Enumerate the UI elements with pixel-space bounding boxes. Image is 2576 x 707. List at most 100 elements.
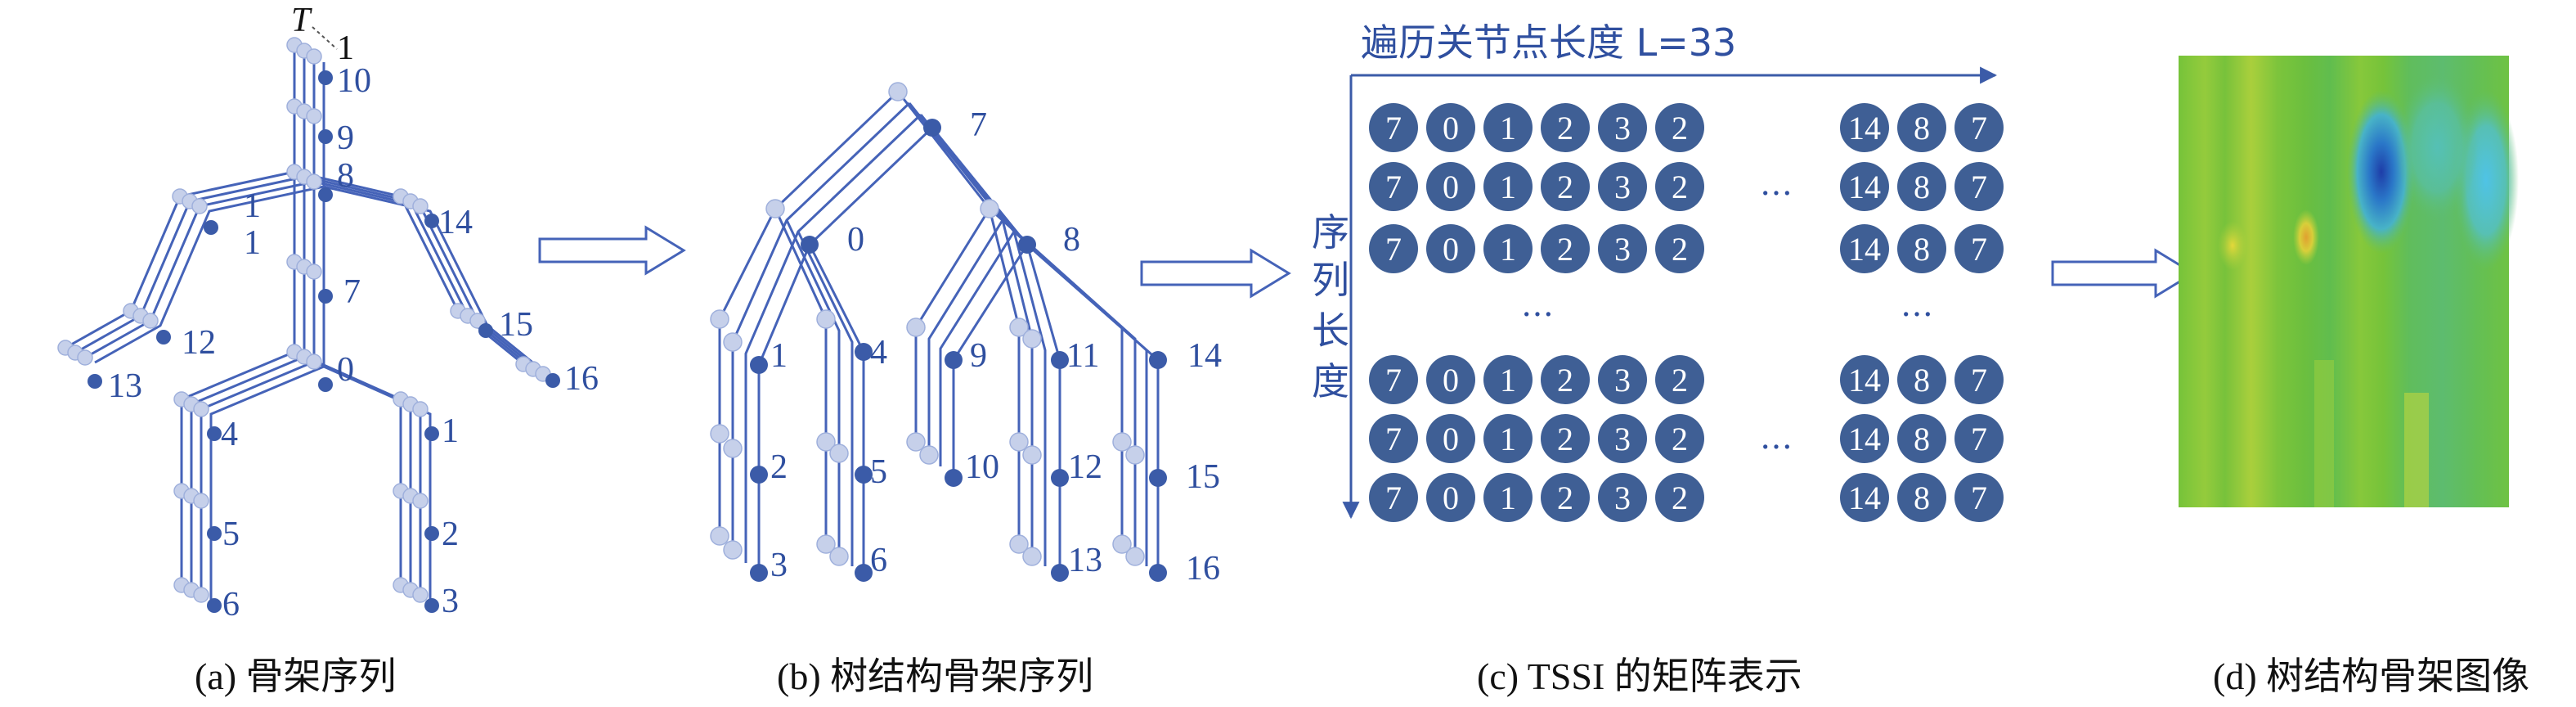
joint-label: 2 <box>442 516 459 553</box>
matrix-cell <box>1541 414 1590 463</box>
matrix-cell <box>1598 103 1647 152</box>
matrix-cell <box>1369 473 1418 522</box>
matrix-cell <box>1483 414 1533 463</box>
matrix-cell <box>1483 103 1533 152</box>
joint-label: 12 <box>1068 448 1102 486</box>
matrix-cell <box>1897 414 1946 463</box>
joint-label: 3 <box>770 547 788 584</box>
matrix-cell <box>1954 355 2004 404</box>
matrix-cell <box>1483 355 1533 404</box>
matrix-cell-value: 3 <box>1614 421 1631 457</box>
matrix-cell-value: 2 <box>1557 421 1573 457</box>
matrix-cell <box>1840 414 1889 463</box>
matrix-cell-value: 2 <box>1557 231 1573 268</box>
seq-length-char: 长 <box>1312 308 1349 353</box>
matrix-cell-value: 0 <box>1443 480 1459 516</box>
matrix-cell <box>1426 473 1475 522</box>
matrix-cell <box>1897 224 1946 273</box>
matrix-cell-value: 3 <box>1614 362 1631 399</box>
matrix-cell <box>1655 355 1704 404</box>
joint-label: 4 <box>870 334 887 372</box>
seq-length-char: 列 <box>1312 258 1349 302</box>
matrix-cell-value: 0 <box>1443 421 1459 457</box>
joint-label: 11 <box>1066 337 1099 375</box>
matrix-cell-value: 1 <box>1500 110 1516 146</box>
matrix-cell <box>1655 103 1704 152</box>
matrix-cell-value: 3 <box>1614 231 1631 268</box>
hollow-arrow-1 <box>538 225 686 276</box>
caption-b: (b) 树结构骨架序列 <box>777 655 1094 697</box>
joint-label: 0 <box>847 221 864 259</box>
traversal-length-label: 遍历关节点长度 L=33 <box>1361 20 1736 65</box>
matrix-cell-value: 7 <box>1971 169 1987 205</box>
matrix-cell-value: 14 <box>1848 421 1881 457</box>
joint-label: 1 <box>442 412 459 450</box>
joint-label: 0 <box>337 351 354 389</box>
time-axis-label: T <box>291 2 312 39</box>
matrix-cell <box>1598 414 1647 463</box>
ellipsis-v: … <box>1901 286 1933 324</box>
joint-label: 16 <box>564 360 599 398</box>
matrix-cell-value: 14 <box>1848 169 1881 205</box>
matrix-cell-value: 2 <box>1672 480 1688 516</box>
matrix-cell <box>1369 355 1418 404</box>
matrix-cell <box>1426 224 1475 273</box>
matrix-cell <box>1369 162 1418 211</box>
joint-label: 9 <box>337 119 354 157</box>
matrix-cell <box>1426 103 1475 152</box>
matrix-cell <box>1840 224 1889 273</box>
matrix-cell <box>1369 414 1418 463</box>
matrix-cell-value: 14 <box>1848 110 1881 146</box>
matrix-cell-value: 7 <box>1971 110 1987 146</box>
matrix-cell-value: 7 <box>1385 169 1402 205</box>
matrix-cell-value: 2 <box>1672 231 1688 268</box>
matrix-cell-value: 7 <box>1385 421 1402 457</box>
matrix-cell <box>1426 355 1475 404</box>
joint-label: 7 <box>343 273 361 311</box>
matrix-cell <box>1840 473 1889 522</box>
matrix-cell-value: 2 <box>1557 110 1573 146</box>
matrix-cell-value: 7 <box>1971 231 1987 268</box>
matrix-cell <box>1897 103 1946 152</box>
matrix-cell-value: 7 <box>1971 362 1987 399</box>
matrix-cell-value: 1 <box>1500 231 1516 268</box>
matrix-cell-value: 2 <box>1672 421 1688 457</box>
seq-length-char: 序 <box>1312 210 1349 254</box>
matrix-cell <box>1541 103 1590 152</box>
joint-label: 3 <box>442 583 459 620</box>
matrix-cell <box>1483 473 1533 522</box>
matrix-cell <box>1840 103 1889 152</box>
joint-label: 8 <box>337 157 354 195</box>
matrix-cell-value: 3 <box>1614 169 1631 205</box>
matrix-cell <box>1426 162 1475 211</box>
joint-label: 14 <box>438 204 473 241</box>
matrix-cell-value: 2 <box>1557 480 1573 516</box>
panel-a-joint-nodes <box>57 26 560 613</box>
matrix-cell-value: 2 <box>1672 110 1688 146</box>
matrix-cell-value: 0 <box>1443 231 1459 268</box>
joint-label: 1 <box>770 337 788 375</box>
matrix-cell-value: 7 <box>1971 480 1987 516</box>
caption-d: (d) 树结构骨架图像 <box>2213 655 2530 697</box>
matrix-cell <box>1954 103 2004 152</box>
joint-label: 16 <box>1186 550 1220 588</box>
matrix-cell <box>1541 162 1590 211</box>
matrix-cell-value: 1 <box>1500 169 1516 205</box>
matrix-cell-value: 7 <box>1971 421 1987 457</box>
matrix-cell <box>1655 224 1704 273</box>
matrix-cell-value: 8 <box>1914 421 1930 457</box>
matrix-cell-value: 7 <box>1385 362 1402 399</box>
panel-b-labels: 7 0 8 1 4 9 11 14 2 5 10 12 15 3 6 13 16 <box>770 106 1222 588</box>
matrix-cell-value: 8 <box>1914 110 1930 146</box>
matrix-cell <box>1598 355 1647 404</box>
joint-label: 4 <box>221 416 238 453</box>
joint-label: 6 <box>870 542 887 579</box>
matrix-cell <box>1897 162 1946 211</box>
matrix-cell-value: 8 <box>1914 231 1930 268</box>
matrix-cell-value: 14 <box>1848 480 1881 516</box>
ellipsis-h: … <box>1760 165 1793 203</box>
matrix-cell <box>1954 414 2004 463</box>
matrix-cell <box>1897 355 1946 404</box>
